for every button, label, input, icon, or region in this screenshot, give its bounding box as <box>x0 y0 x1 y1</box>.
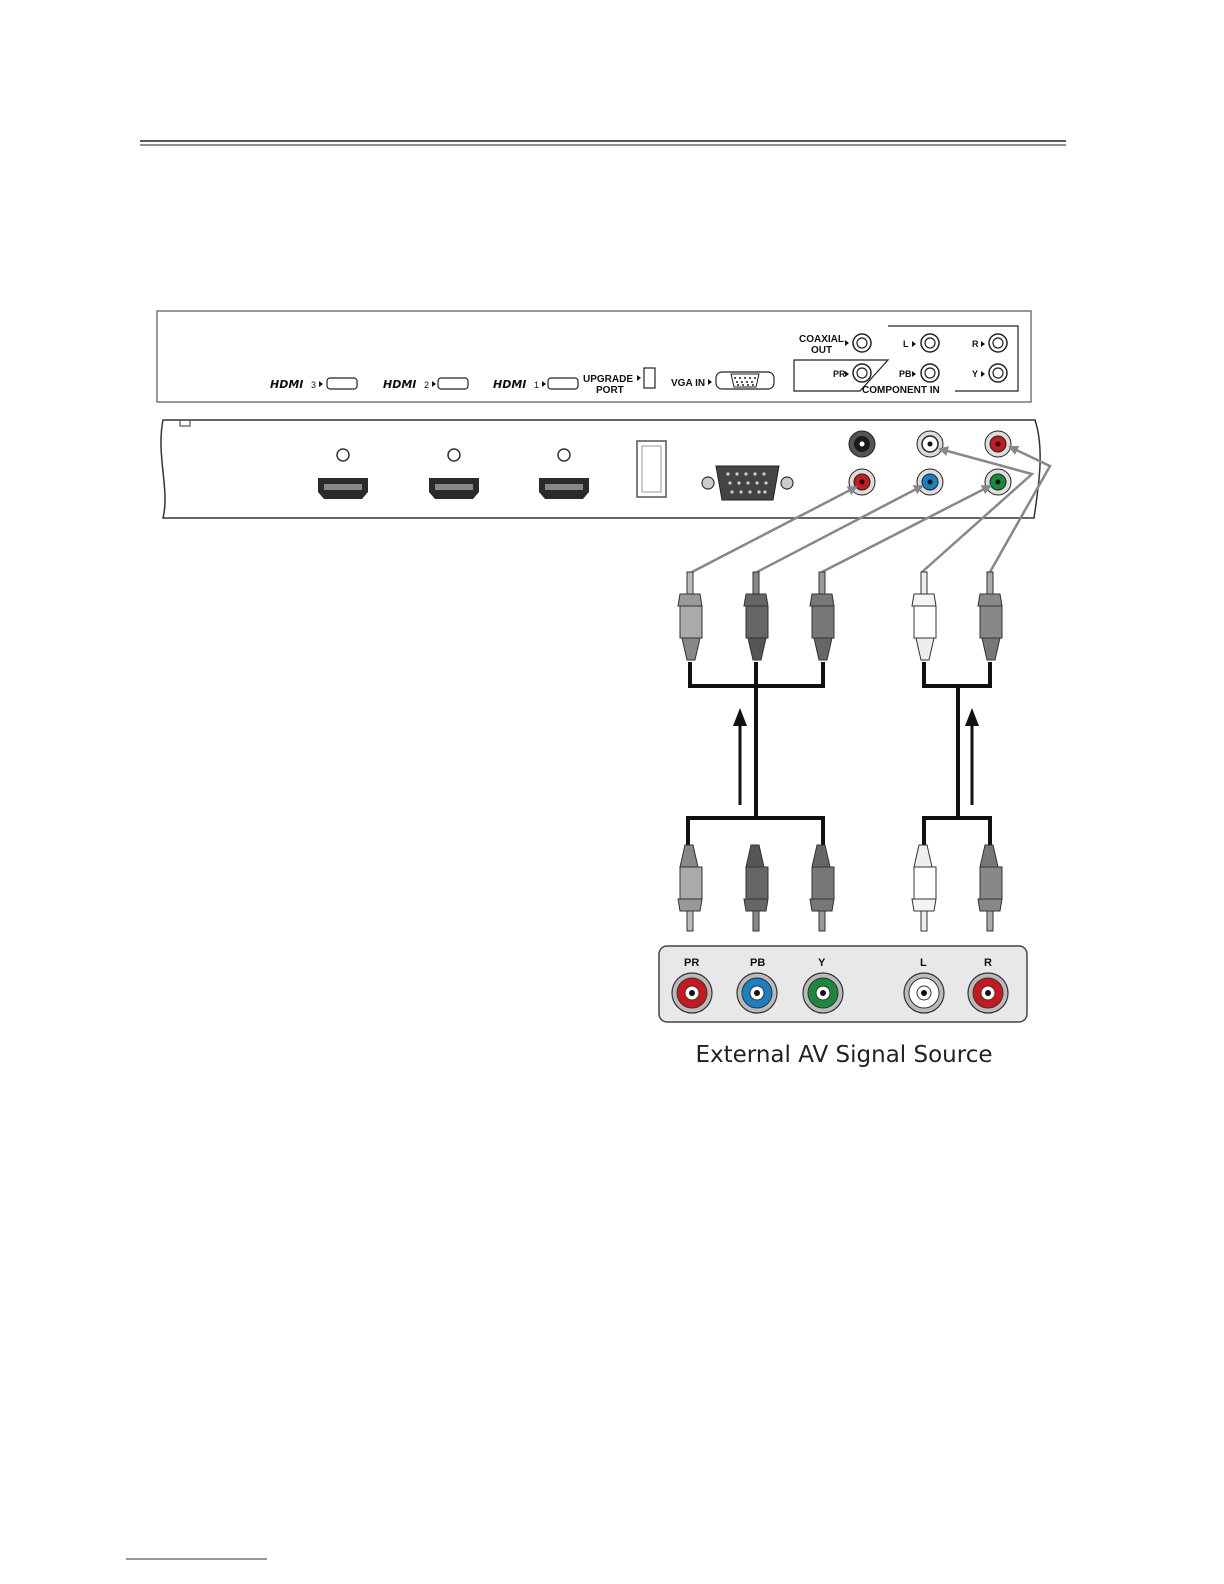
tv-y-jack <box>985 469 1011 495</box>
plug-bottom-pr <box>678 845 702 931</box>
label-panel: HDMI 3 HDMI 2 HDMI 1 UPGRADE PORT VG <box>157 311 1031 402</box>
svg-text:R: R <box>972 339 979 349</box>
source-pb-jack <box>737 973 777 1013</box>
signal-direction-arrow-audio <box>965 708 979 805</box>
plug-top-l <box>912 572 936 660</box>
tv-l-jack <box>917 431 943 457</box>
svg-text:HDMI: HDMI <box>270 378 303 391</box>
tv-coaxial-jack <box>849 431 875 457</box>
plug-top-pr <box>678 572 702 660</box>
plug-bottom-r <box>978 845 1002 931</box>
audio-cable <box>924 662 990 845</box>
svg-text:Y: Y <box>972 369 978 379</box>
plug-bottom-y <box>810 845 834 931</box>
source-y-jack <box>803 973 843 1013</box>
svg-text:COMPONENT IN: COMPONENT IN <box>862 385 940 396</box>
svg-text:HDMI: HDMI <box>383 378 416 391</box>
svg-text:PORT: PORT <box>596 385 624 396</box>
svg-text:Y: Y <box>818 957 826 969</box>
svg-text:UPGRADE: UPGRADE <box>583 374 633 385</box>
svg-text:OUT: OUT <box>811 345 832 356</box>
plug-top-r <box>978 572 1002 660</box>
source-pr-jack <box>672 973 712 1013</box>
external-av-source-panel: PR PB Y L R <box>659 946 1027 1022</box>
tv-rear-panel <box>161 420 1040 518</box>
svg-text:L: L <box>903 339 909 349</box>
external-av-source-caption: External AV Signal Source <box>695 1042 992 1068</box>
tv-pr-jack <box>849 469 875 495</box>
svg-text:PB: PB <box>750 957 765 969</box>
svg-text:VGA IN: VGA IN <box>671 378 705 389</box>
tv-pb-jack <box>917 469 943 495</box>
upgrade-port <box>637 441 666 497</box>
svg-text:R: R <box>984 957 992 969</box>
svg-text:PR: PR <box>833 369 846 379</box>
svg-text:PB: PB <box>899 369 912 379</box>
svg-text:2: 2 <box>424 380 429 390</box>
tv-r-jack <box>985 431 1011 457</box>
svg-text:HDMI: HDMI <box>493 378 526 391</box>
svg-text:1: 1 <box>534 380 539 390</box>
plug-bottom-l <box>912 845 936 931</box>
plug-top-y <box>810 572 834 660</box>
svg-text:PR: PR <box>684 957 699 969</box>
svg-text:L: L <box>920 957 927 969</box>
header-rule <box>140 141 1066 145</box>
svg-text:COAXIAL: COAXIAL <box>799 334 844 345</box>
source-r-jack <box>968 973 1008 1013</box>
signal-direction-arrow-video <box>733 708 747 805</box>
svg-text:3: 3 <box>311 380 316 390</box>
plug-top-pb <box>744 572 768 660</box>
component-cable <box>688 662 823 845</box>
plug-bottom-pb <box>744 845 768 931</box>
source-l-jack <box>904 973 944 1013</box>
